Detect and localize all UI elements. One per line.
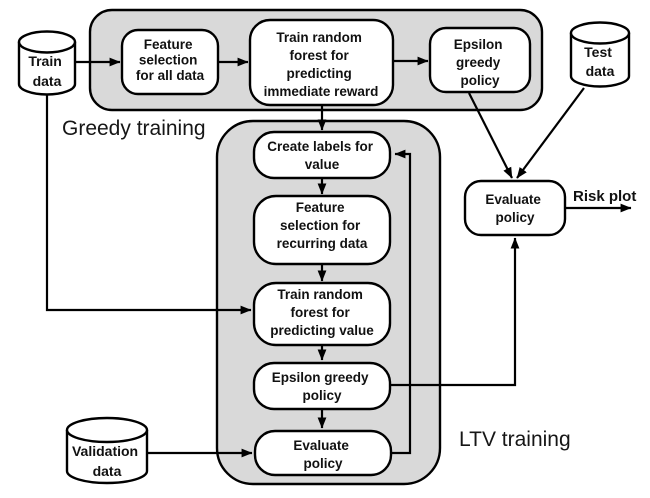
feature-selection-recurring-node [252, 194, 392, 266]
test-data-store: Test data [569, 21, 631, 88]
train-rf-immediate-reward-node [248, 18, 395, 107]
create-labels-value-node [252, 130, 392, 180]
epsilon-greedy-policy-label: Epsilon greedy policy [454, 37, 507, 88]
feature-selection-all-data-label: Feature selection for all data [136, 37, 205, 83]
arrow-epsilongreedyltv-to-evaluatepolicy [390, 237, 520, 387]
risk-plot-label: Risk plot [573, 188, 636, 205]
train-data-label: Train data [28, 53, 65, 89]
cylinder-body [65, 430, 149, 485]
greedy-training-label: Greedy training [62, 117, 206, 140]
arrow-traindata-to-trainrfvalue [45, 95, 252, 315]
arrow-testdata-to-evaluate [516, 87, 585, 179]
evaluate-policy-node [463, 179, 567, 237]
create-labels-value-label: Create labels for value [267, 139, 377, 172]
epsilon-greedy-policy-node [428, 26, 532, 94]
arrow-epsilongreedy-to-evaluate [468, 92, 513, 179]
validation-data-store: Validation data [65, 416, 149, 485]
ltv-training-label: LTV training [459, 428, 571, 451]
cylinder-body [569, 33, 631, 88]
evaluate-policy-label: Evaluate policy [485, 192, 544, 225]
train-rf-value-node [252, 281, 392, 347]
evaluate-policy-ltv-label: Evaluate policy [293, 438, 352, 471]
cylinder-top [17, 30, 77, 54]
train-rf-immediate-reward-label: Train random forest for predicting immed… [264, 30, 379, 99]
feature-selection-recurring-label: Feature selection for recurring data [277, 200, 368, 251]
train-data-store: Train data [17, 30, 77, 96]
cylinder-top [65, 416, 149, 444]
arrow-evaluateltv-feedback-to-createlabels [391, 149, 412, 455]
epsilon-greedy-policy-ltv-label: Epsilon greedy policy [272, 370, 373, 403]
train-rf-value-label: Train random forest for predicting value [270, 287, 374, 338]
cylinder-top [569, 21, 631, 45]
cylinder-body [17, 42, 77, 96]
validation-data-label: Validation data [72, 443, 142, 479]
test-data-label: Test data [584, 44, 616, 79]
